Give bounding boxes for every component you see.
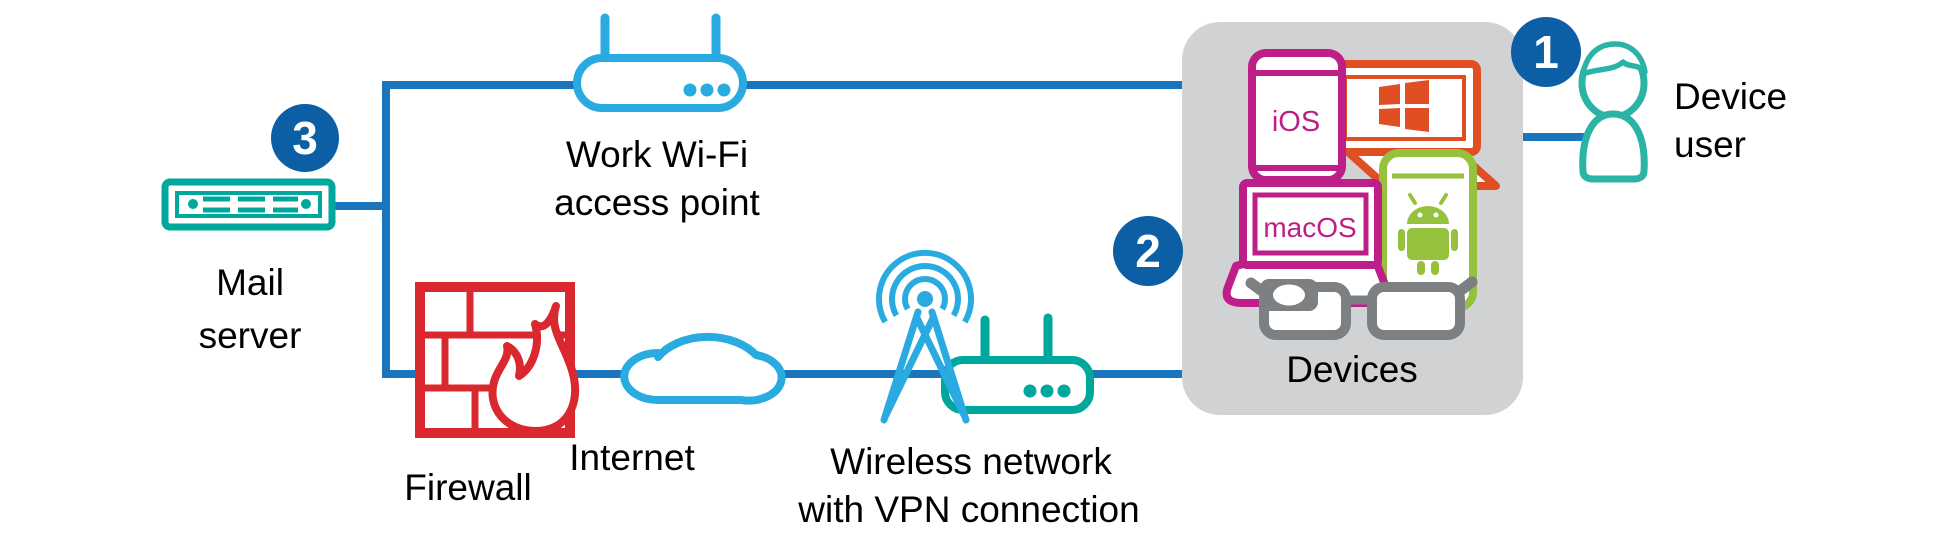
ios-phone-icon: iOS: [1248, 49, 1346, 184]
internet-label: Internet: [569, 437, 695, 478]
work-wifi-label-line1: Work Wi-Fi: [566, 134, 748, 175]
hair: [1580, 41, 1648, 77]
devices-box: iOS macOS: [1182, 22, 1523, 415]
flame-icon: [488, 302, 580, 435]
shoulders: [1579, 110, 1648, 183]
badge-3: 3: [271, 104, 339, 172]
work-wifi-router-icon: [573, 13, 747, 112]
badge-1: 1: [1511, 17, 1581, 87]
badge-1-number: 1: [1533, 26, 1559, 78]
firewall-icon: [415, 282, 580, 438]
badge-2-number: 2: [1135, 225, 1161, 277]
devices-label: Devices: [1286, 349, 1418, 390]
ios-label: iOS: [1272, 106, 1320, 138]
device-user-label-line1: Device: [1674, 76, 1787, 117]
smart-glasses-icon: [1245, 276, 1478, 340]
mail-server-icon: [161, 178, 336, 231]
windows-logo-icon: [1379, 80, 1429, 132]
mail-server-label-line1: Mail: [216, 262, 284, 303]
wireless-vpn-label-line2: with VPN connection: [797, 489, 1139, 530]
work-wifi-label-line2: access point: [554, 182, 760, 223]
vpn-router-icon: [941, 313, 1094, 414]
internet-cloud-icon: [620, 332, 786, 405]
badge-3-number: 3: [292, 112, 318, 164]
radio-tower-icon: [876, 250, 974, 424]
device-user-label-line2: user: [1674, 124, 1746, 165]
android-robot-icon: [1398, 193, 1458, 275]
wireless-vpn-label-line1: Wireless network: [830, 441, 1112, 482]
firewall-label: Firewall: [404, 467, 531, 508]
mail-server-label-line2: server: [199, 315, 302, 356]
badge-2: 2: [1113, 216, 1183, 286]
device-user-icon: [1578, 41, 1648, 183]
macos-label: macOS: [1263, 212, 1356, 243]
connector-main-loop: [382, 81, 1210, 378]
